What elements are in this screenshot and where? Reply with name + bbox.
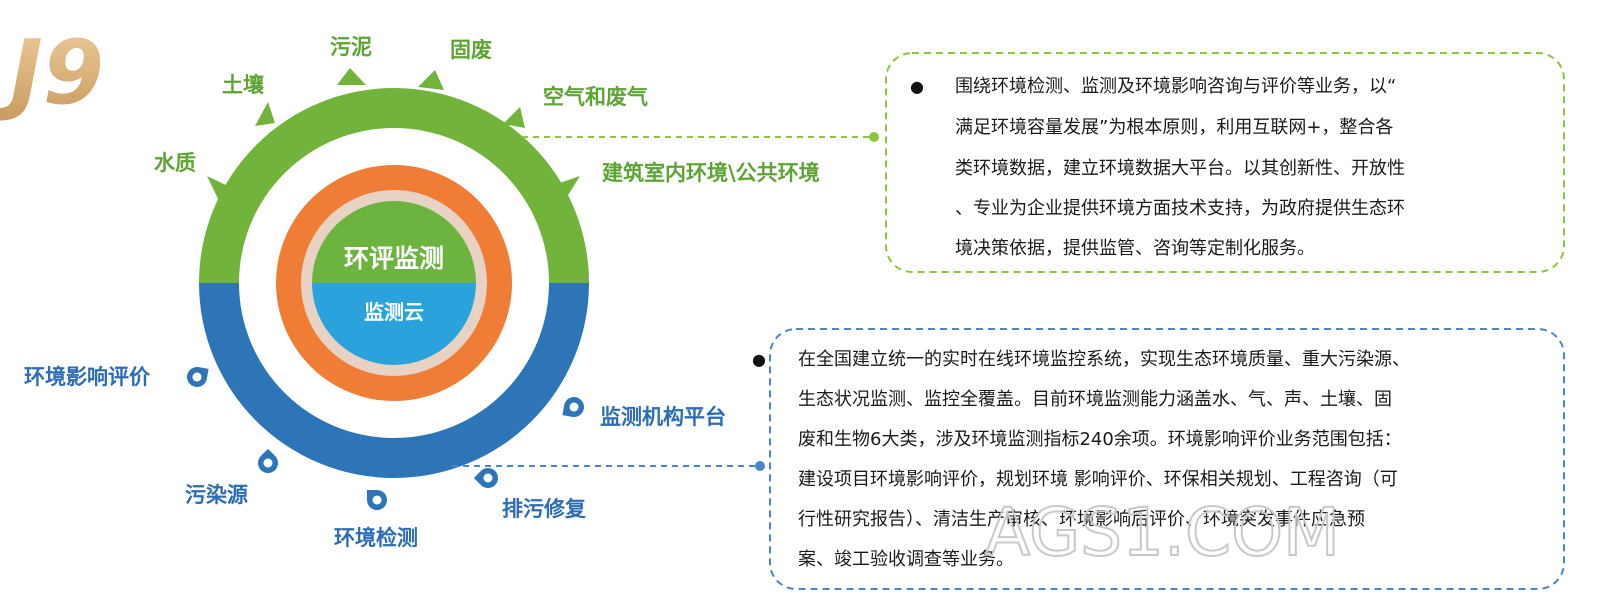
info-green-line-1: 围绕环境检测、监测及环境影响咨询与评价等业务，以“	[955, 76, 1396, 97]
ring-spike	[503, 107, 525, 128]
pin-icon	[258, 448, 278, 473]
info-green-line-3: 类环境数据，建立环境数据大平台。以其创新性、开放性	[955, 158, 1405, 179]
ring-spike	[418, 70, 444, 90]
spade-icon	[112, 27, 146, 66]
label-environment-testing: 环境检测	[334, 526, 418, 550]
ring-bottom-blue	[199, 283, 589, 478]
info-blue-line-4: 建设项目环境影响评价，规划环境 影响评价、环保相关规划、工程咨询（可	[798, 469, 1398, 490]
info-box-green	[885, 52, 1565, 273]
label-pollution-remediation: 排污修复	[502, 497, 587, 521]
label-air-and-exhaust: 空气和废气	[543, 85, 648, 109]
pin-icon	[562, 397, 584, 417]
ring-spikes	[207, 68, 580, 203]
pin-icon	[473, 468, 498, 488]
label-sludge: 污泥	[330, 35, 372, 59]
center-title: 环评监测	[344, 244, 444, 273]
logo-text: J9	[0, 21, 104, 124]
watermark-text: AGS1.COM	[985, 494, 1340, 571]
info-box-blue	[769, 328, 1565, 590]
info-blue-line-1: 在全国建立统一的实时在线环境监控系统，实现生态环境质量、重大污染源、	[798, 349, 1410, 370]
ring-spike	[337, 68, 366, 85]
ring-spike	[207, 176, 230, 203]
ring-spike	[554, 176, 580, 200]
info-green-line-5: 境决策依据，提供监管、咨询等定制化服务。	[955, 238, 1315, 259]
inner-bottom-sky	[312, 283, 476, 365]
pin-icon	[187, 367, 209, 387]
info-blue-line-3: 废和生物6大类，涉及环境监测指标240余项。环境影响评价业务范围包括：	[798, 429, 1402, 450]
label-solid-waste: 固废	[450, 38, 492, 62]
label-water-quality: 水质	[154, 151, 196, 175]
pin-icon	[367, 490, 387, 510]
info-blue-line-5: 行性研究报告）、清洁生产审核、环境影响后评价、环境突发事件应急预	[798, 509, 1365, 530]
bullet-icon: ●	[910, 77, 924, 96]
ring-spike	[255, 102, 275, 126]
label-pollution-source: 污染源	[185, 483, 248, 507]
center-subtitle: 监测云	[364, 300, 424, 324]
inner-top-green	[312, 201, 476, 283]
bullet-icon: ●	[752, 350, 766, 369]
label-soil: 土壤	[222, 73, 265, 97]
info-blue-line-6: 案、竣工验收调查等业务。	[798, 549, 1014, 570]
connector-green-dot	[869, 132, 879, 142]
brand-logo: J9	[0, 21, 146, 124]
info-green-line-4: 、专业为企业提供环境方面技术支持，为政府提供生态环	[955, 198, 1405, 219]
info-green-line-2: 满足环境容量发展”为根本原则，利用互联网+，整合各	[955, 117, 1393, 138]
label-eia: 环境影响评价	[24, 365, 151, 389]
info-blue-line-2: 生态状况监测、监控全覆盖。目前环境监测能力涵盖水、气、声、土壤、固	[798, 389, 1392, 410]
ring-top-green	[199, 88, 589, 283]
label-indoor-public-environment: 建筑室内环境\公共环境	[602, 161, 820, 185]
label-monitoring-platform: 监测机构平台	[600, 405, 726, 429]
connector-blue-dot	[755, 461, 765, 471]
